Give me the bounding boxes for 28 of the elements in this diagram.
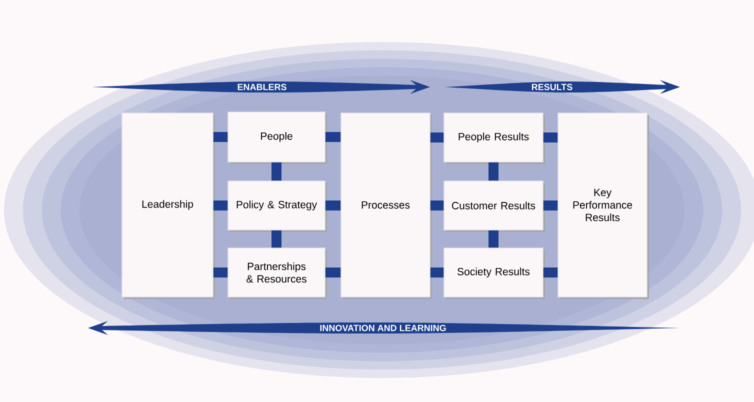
process-box: Policy & Strategy — [228, 180, 327, 232]
connector — [272, 230, 282, 248]
banner-label: ENABLERS — [238, 84, 286, 90]
process-box: Processes — [340, 112, 432, 299]
process-box: People — [228, 112, 327, 164]
connector — [430, 132, 444, 142]
process-box: People Results — [444, 112, 545, 164]
connector — [488, 162, 498, 181]
connector — [213, 132, 228, 142]
connector — [543, 268, 558, 278]
connector — [488, 230, 498, 248]
process-box: Partnerships & Resources — [228, 248, 327, 299]
banner-label: INNOVATION AND LEARNING — [320, 324, 446, 332]
connector — [543, 200, 558, 210]
connector — [213, 268, 228, 278]
connector — [430, 200, 444, 210]
connector — [430, 268, 444, 278]
connector — [272, 162, 282, 181]
process-box: Customer Results — [444, 180, 545, 232]
connector — [213, 200, 228, 210]
connector — [325, 268, 341, 278]
process-box: Leadership — [122, 112, 215, 299]
connector — [543, 132, 558, 142]
banner-label: RESULTS — [532, 84, 572, 90]
connector — [325, 200, 341, 210]
connector — [325, 132, 341, 142]
process-box: Society Results — [444, 248, 545, 299]
process-box: Key Performance Results — [558, 112, 649, 299]
